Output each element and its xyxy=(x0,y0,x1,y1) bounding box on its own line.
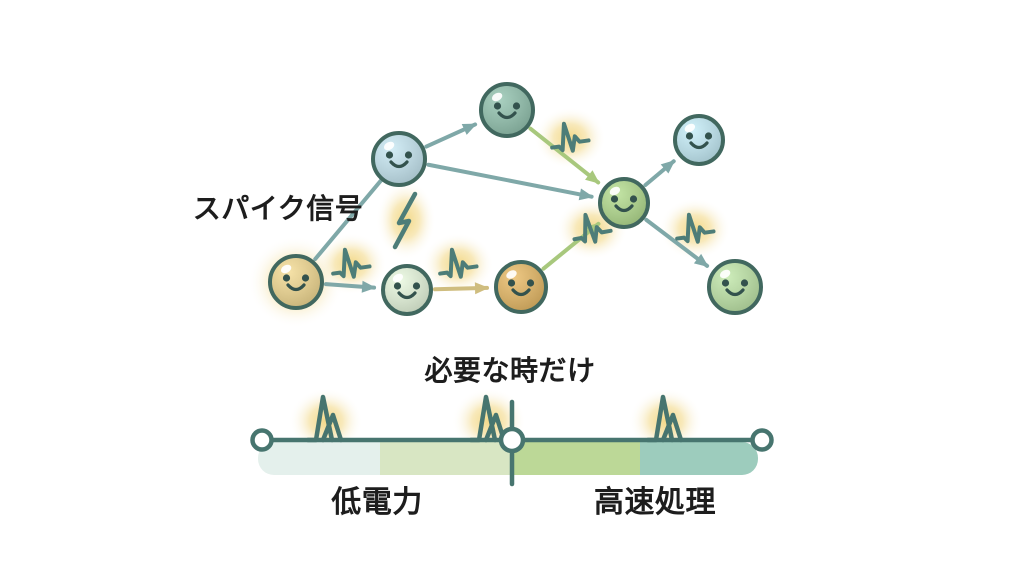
edge-blue-hub xyxy=(426,162,594,201)
neuron-body xyxy=(479,82,535,138)
edge-teal-hub xyxy=(528,126,601,185)
neuron-body xyxy=(494,260,548,314)
right-eye-icon xyxy=(740,279,749,287)
smile-icon xyxy=(286,283,306,292)
right-eye-icon xyxy=(412,282,421,290)
right-eye-icon xyxy=(704,132,713,140)
highlight xyxy=(383,141,395,151)
lightning-bolt-icon xyxy=(392,191,418,250)
highlight xyxy=(609,186,621,196)
highlight xyxy=(506,270,517,279)
left-eye-icon xyxy=(393,282,402,290)
neurons-layer xyxy=(268,82,763,316)
smile-icon xyxy=(511,288,531,297)
smile-icon xyxy=(397,291,417,300)
highlight xyxy=(392,273,404,283)
ecg-spike-icon xyxy=(572,212,613,244)
neuron-blue xyxy=(371,131,427,187)
neuron-body xyxy=(371,131,427,187)
bar-segment-3 xyxy=(512,442,640,475)
bar-segment-4 xyxy=(640,442,758,475)
right-eye-icon xyxy=(404,151,413,159)
left-eye-icon xyxy=(610,195,619,203)
ecg-spike-icon xyxy=(550,121,591,153)
timeline-endpoint-right xyxy=(750,428,774,452)
highlight xyxy=(280,264,292,274)
edge-input-pale xyxy=(323,280,377,293)
left-eye-icon xyxy=(721,279,730,287)
timeline-slider-handle[interactable] xyxy=(498,426,526,454)
left-eye-icon xyxy=(282,274,291,282)
low-power-label: 低電力 xyxy=(330,486,423,519)
timeline-group xyxy=(250,394,774,487)
ecg-spike-icon xyxy=(675,212,716,244)
left-eye-icon xyxy=(685,132,694,140)
edge-hub-greenout xyxy=(644,217,710,268)
edge-hub-blueout xyxy=(643,159,676,187)
neuron-body xyxy=(381,264,433,316)
edge-tan-hub xyxy=(541,221,601,271)
left-eye-icon xyxy=(507,279,516,287)
spike-icons-layer xyxy=(331,121,716,279)
neuron-teal xyxy=(479,82,535,138)
smile-icon xyxy=(389,160,409,169)
power-gradient-bar xyxy=(258,442,758,475)
edge-blue-teal xyxy=(424,122,478,149)
right-eye-icon xyxy=(629,195,638,203)
neuron-tan xyxy=(494,260,548,314)
neuron-body xyxy=(598,177,650,229)
right-eye-icon xyxy=(301,274,310,282)
smile-icon xyxy=(614,204,634,213)
spike-signal-label: スパイク信号 xyxy=(193,193,363,224)
right-eye-icon xyxy=(526,279,535,287)
highlight xyxy=(491,92,503,102)
highlight xyxy=(719,269,731,279)
neuron-pale-green xyxy=(381,264,433,316)
smile-icon xyxy=(689,141,709,150)
left-eye-icon xyxy=(493,102,502,110)
neuron-input xyxy=(268,254,324,310)
bar-segment-2 xyxy=(380,442,512,475)
neuron-blue-out xyxy=(673,114,725,166)
edge-pale-tan xyxy=(432,282,490,295)
neuron-hub xyxy=(598,177,650,229)
ecg-spike-icon xyxy=(331,247,372,279)
edges-layer xyxy=(313,122,710,295)
ecg-spike-icon xyxy=(438,247,479,279)
neuron-body xyxy=(707,259,763,315)
bar-segment-1 xyxy=(258,442,380,475)
neuron-green-out xyxy=(707,259,763,315)
only-when-needed-label: 必要な時だけ xyxy=(424,355,595,386)
edge-input-blue xyxy=(313,178,384,261)
left-eye-icon xyxy=(385,151,394,159)
neuron-body xyxy=(673,114,725,166)
highlight xyxy=(684,123,696,133)
smile-icon xyxy=(497,111,517,120)
timeline-endpoint-left xyxy=(250,428,274,452)
high-speed-label: 高速処理 xyxy=(594,486,716,519)
neuron-body xyxy=(268,254,324,310)
right-eye-icon xyxy=(512,102,521,110)
smile-icon xyxy=(725,288,745,297)
